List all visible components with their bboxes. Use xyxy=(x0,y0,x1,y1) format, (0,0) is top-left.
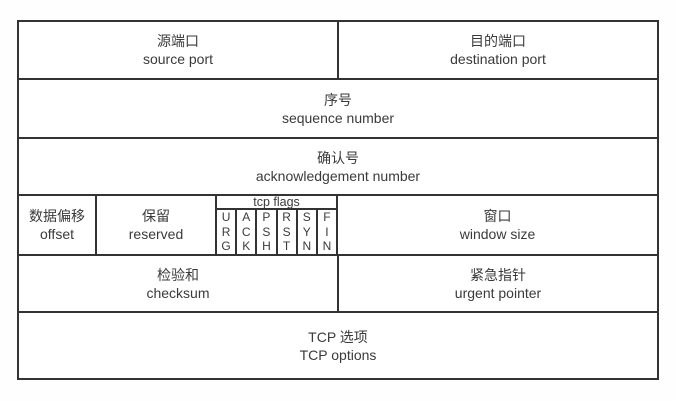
acknowledgement-number-label-zh: 确认号 xyxy=(317,149,359,166)
reserved-label-en: reserved xyxy=(128,226,184,242)
row-checksum-urgent: 检验和 checksum 紧急指针 urgent pointer xyxy=(19,256,657,313)
tcp-header-diagram: 源端口 source port 目的端口 destination port 序号… xyxy=(17,20,659,380)
flag-syn: S Y N xyxy=(298,210,318,254)
cell-sequence-number: 序号 sequence number xyxy=(19,80,657,137)
source-port-label-en: source port xyxy=(142,51,214,67)
flag-ack: A C K xyxy=(237,210,258,254)
cell-checksum: 检验和 checksum xyxy=(19,256,339,311)
acknowledgement-number-label-en: acknowledgement number xyxy=(255,167,421,184)
row-offset-flags-window: 数据偏移 offset 保留 reserved tcp flags U R G … xyxy=(19,196,657,256)
flag-urg: U R G xyxy=(217,210,238,254)
window-size-label-zh: 窗口 xyxy=(483,208,512,224)
flag-rst: R S T xyxy=(278,210,298,254)
tcp-options-label-zh: TCP 选项 xyxy=(308,328,368,345)
checksum-label-zh: 检验和 xyxy=(157,266,199,283)
cell-urgent-pointer: 紧急指针 urgent pointer xyxy=(339,256,657,311)
tcp-flags-header: tcp flags xyxy=(217,196,336,210)
destination-port-label-zh: 目的端口 xyxy=(470,33,526,49)
window-size-label-en: window size xyxy=(459,226,536,242)
cell-window-size: 窗口 window size xyxy=(338,196,657,254)
cell-tcp-flags: tcp flags U R G A C K P S H R S T S Y N … xyxy=(217,196,338,254)
cell-offset: 数据偏移 offset xyxy=(19,196,97,254)
sequence-number-label-en: sequence number xyxy=(281,109,395,126)
tcp-flags-letters: U R G A C K P S H R S T S Y N F I N xyxy=(217,210,336,254)
cell-destination-port: 目的端口 destination port xyxy=(339,22,657,78)
flag-fin: F I N xyxy=(322,210,332,254)
flag-psh: P S H xyxy=(257,210,278,254)
urgent-pointer-label-en: urgent pointer xyxy=(454,284,542,301)
tcp-options-label-en: TCP options xyxy=(299,346,377,363)
offset-label-zh: 数据偏移 xyxy=(29,208,85,224)
row-tcp-options: TCP 选项 TCP options xyxy=(19,313,657,378)
sequence-number-label-zh: 序号 xyxy=(324,91,352,108)
cell-tcp-options: TCP 选项 TCP options xyxy=(19,313,657,378)
reserved-label-zh: 保留 xyxy=(142,208,170,224)
checksum-label-en: checksum xyxy=(146,284,210,301)
cell-acknowledgement-number: 确认号 acknowledgement number xyxy=(19,139,657,194)
cell-reserved: 保留 reserved xyxy=(97,196,217,254)
row-ports: 源端口 source port 目的端口 destination port xyxy=(19,22,657,80)
offset-label-en: offset xyxy=(40,226,74,242)
urgent-pointer-label-zh: 紧急指针 xyxy=(470,266,526,283)
destination-port-label-en: destination port xyxy=(450,51,546,67)
row-acknowledgement-number: 确认号 acknowledgement number xyxy=(19,139,657,196)
row-sequence-number: 序号 sequence number xyxy=(19,80,657,139)
cell-source-port: 源端口 source port xyxy=(19,22,339,78)
source-port-label-zh: 源端口 xyxy=(157,33,199,49)
